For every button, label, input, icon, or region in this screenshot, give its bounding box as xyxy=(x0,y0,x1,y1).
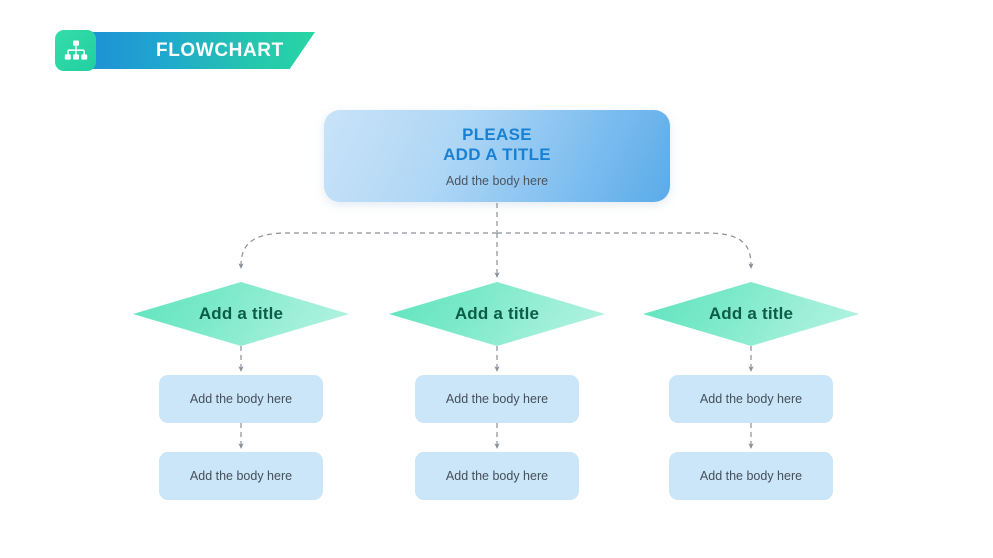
branch-2-body-box-1-label: Add the body here xyxy=(445,392,549,406)
branch-diamond-2-label: Add a title xyxy=(454,304,540,323)
root-title-line1: PLEASE xyxy=(462,124,532,144)
branch-3-body-box-2-label: Add the body here xyxy=(699,469,803,483)
branch-diamond-2[interactable]: Add a title xyxy=(389,282,605,346)
banner-ribbon xyxy=(85,32,315,69)
branch-2-body-box-2-label: Add the body here xyxy=(445,469,549,483)
branch-diamond-1[interactable]: Add a title xyxy=(133,282,349,346)
branch-1-body-box-1[interactable]: Add the body here xyxy=(159,375,323,423)
root-subtitle-text: Add the body here xyxy=(445,173,549,188)
branch-2-body-box-1[interactable]: Add the body here xyxy=(415,375,579,423)
branch-diamond-3[interactable]: Add a title xyxy=(643,282,859,346)
org-chart-icon-glyph xyxy=(64,40,87,60)
branch-3-body-box-2[interactable]: Add the body here xyxy=(669,452,833,500)
branch-3-body-box-1[interactable]: Add the body here xyxy=(669,375,833,423)
root-title-card[interactable]: PLEASE ADD A TITLE Add the body here xyxy=(324,110,670,202)
branch-1-body-box-2-label: Add the body here xyxy=(189,469,293,483)
connector-bus-to-branch-3 xyxy=(497,232,754,269)
branch-diamond-1-label: Add a title xyxy=(198,304,284,323)
branch-3-body-box-1-label: Add the body here xyxy=(699,392,803,406)
root-title-text: PLEASE ADD A TITLE xyxy=(443,125,551,165)
banner-title: FLOWCHART xyxy=(156,40,284,61)
org-chart-icon xyxy=(55,30,96,71)
root-title-line2: ADD A TITLE xyxy=(443,144,551,164)
branch-diamond-3-label: Add a title xyxy=(708,304,794,323)
connector-bus-to-branch-1 xyxy=(238,232,497,269)
branch-1-body-box-1-label: Add the body here xyxy=(189,392,293,406)
branch-1-body-box-2[interactable]: Add the body here xyxy=(159,452,323,500)
branch-2-body-box-2[interactable]: Add the body here xyxy=(415,452,579,500)
